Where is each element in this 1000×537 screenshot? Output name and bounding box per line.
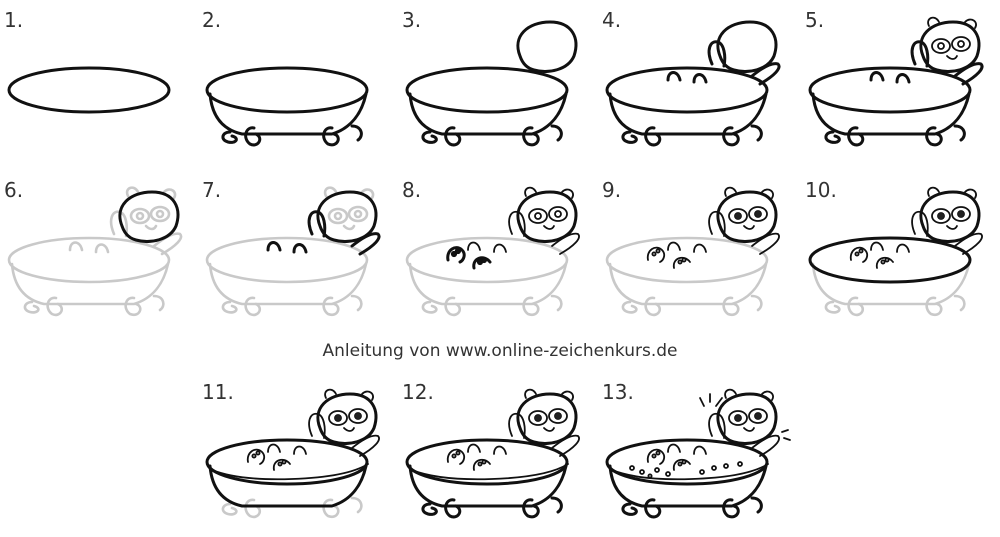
step-8: 8. xyxy=(402,178,592,318)
finished-panda-drawing xyxy=(605,388,791,519)
step-number: 9. xyxy=(602,178,622,202)
step-number: 7. xyxy=(202,178,222,202)
step-2: 2. xyxy=(202,8,392,148)
tub-foam-drawing xyxy=(205,388,380,519)
step-7: 7. xyxy=(202,178,392,318)
step-6: 6. xyxy=(4,178,194,318)
credit-line: Anleitung von www.online-zeichenkurs.de xyxy=(322,341,678,361)
step-10: 10. xyxy=(805,178,995,318)
step-4: 4. xyxy=(602,8,792,148)
step-1: 1. xyxy=(4,8,194,148)
step-number: 1. xyxy=(4,8,24,32)
step-5: 5. xyxy=(805,8,995,148)
step-number: 4. xyxy=(602,8,622,32)
step-number: 8. xyxy=(402,178,422,202)
step-number: 12. xyxy=(402,380,434,404)
step-number: 6. xyxy=(4,178,24,202)
step-9: 9. xyxy=(602,178,792,318)
panda-eyes-feet-drawing xyxy=(405,186,580,317)
tub-rim-ink-drawing xyxy=(808,186,983,317)
step-number: 2. xyxy=(202,8,222,32)
panda-head-outline-drawing xyxy=(7,186,183,317)
step-3: 3. xyxy=(402,8,592,148)
step-number: 13. xyxy=(602,380,634,404)
step-13: 13. xyxy=(602,380,792,520)
panda-details-drawing xyxy=(605,186,780,317)
panda-face-drawing xyxy=(808,16,984,147)
panda-head-drawing xyxy=(405,20,578,147)
step-11: 11. xyxy=(202,380,392,520)
panda-arms-outline-drawing xyxy=(205,186,381,317)
tub-oval-drawing xyxy=(7,66,171,114)
step-number: 5. xyxy=(805,8,825,32)
panda-arms-drawing xyxy=(605,20,781,147)
step-number: 3. xyxy=(402,8,422,32)
tub-legs-ink-drawing xyxy=(405,388,580,519)
step-number: 10. xyxy=(805,178,837,202)
step-12: 12. xyxy=(402,380,592,520)
step-number: 11. xyxy=(202,380,234,404)
tub-body-drawing xyxy=(205,66,369,147)
